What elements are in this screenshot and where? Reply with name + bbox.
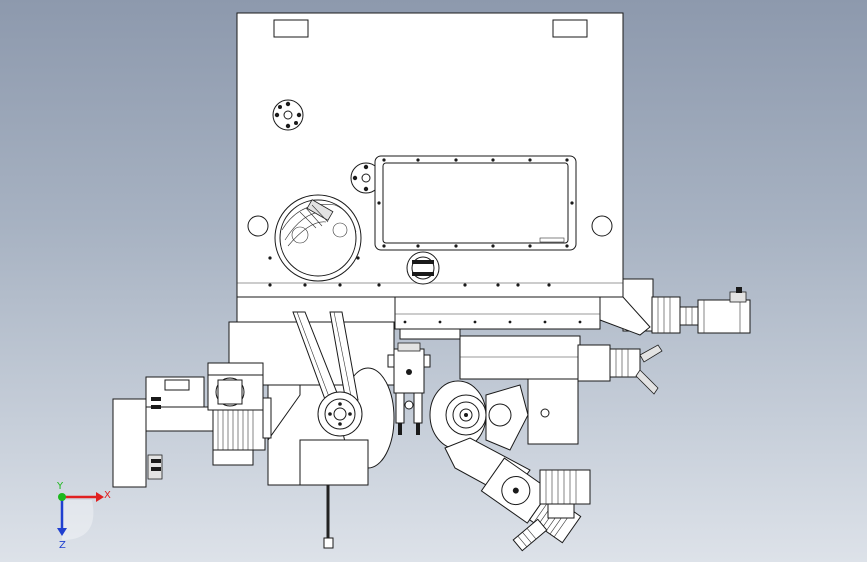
tilted-grinder-head[interactable] bbox=[429, 380, 591, 552]
x-axis-label: X bbox=[104, 490, 111, 501]
y-axis-label: Y bbox=[56, 481, 64, 492]
left-side-hole bbox=[247, 215, 269, 237]
coordinate-triad-icon: X Y Z bbox=[56, 481, 111, 551]
sight-glass bbox=[406, 251, 440, 285]
left-gearmotor[interactable] bbox=[112, 362, 272, 488]
bottom-bolt-row bbox=[268, 256, 551, 287]
main-cabinet[interactable] bbox=[236, 12, 624, 298]
right-side-hole bbox=[591, 215, 613, 237]
upper-bolt-flange bbox=[272, 99, 304, 131]
porthole-opening[interactable] bbox=[274, 194, 362, 282]
y-axis-origin bbox=[58, 493, 66, 501]
belt-drive-assembly[interactable] bbox=[267, 311, 395, 549]
top-right-handle bbox=[552, 19, 588, 38]
center-gripper[interactable] bbox=[387, 342, 431, 435]
viewing-window[interactable] bbox=[374, 155, 577, 251]
x-axis-arrowhead bbox=[96, 492, 104, 502]
top-left-handle bbox=[273, 19, 309, 38]
right-servo-motor[interactable] bbox=[599, 278, 751, 336]
middle-bolt-flange bbox=[350, 162, 382, 194]
right-spindle-housing[interactable] bbox=[527, 344, 663, 445]
z-axis-label: Z bbox=[59, 540, 66, 551]
z-axis-arrowhead bbox=[57, 528, 67, 536]
